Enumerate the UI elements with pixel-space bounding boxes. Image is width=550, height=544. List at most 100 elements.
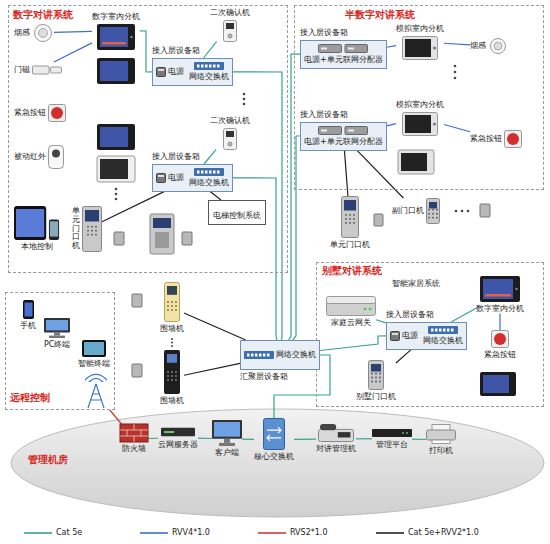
icon-shape: [85, 210, 99, 222]
icon-shape: [171, 375, 173, 377]
equipment-box: 汇聚层设备箱网络交换机: [240, 340, 320, 370]
device: 网络交换机: [189, 168, 229, 188]
cable-connector: [204, 150, 216, 164]
icon-shape: [219, 443, 235, 446]
device: 云网服务器: [158, 426, 198, 450]
cable-connector: [444, 124, 470, 131]
device-label: 烟感: [470, 41, 486, 51]
device-label: 管理平台: [376, 440, 408, 450]
door-panel: [150, 214, 174, 254]
dot: [171, 342, 173, 344]
icon-shape: [375, 377, 377, 379]
icon-shape: [33, 66, 50, 74]
icon-shape: [406, 432, 408, 434]
icon-shape: [451, 329, 454, 332]
wallY-icon: [164, 282, 180, 322]
icon-shape: [321, 130, 327, 132]
icon-shape: [91, 234, 93, 236]
box-heading: 接入层设备箱: [152, 46, 200, 56]
doormag-icon: [32, 62, 62, 78]
icon-shape: [327, 297, 376, 304]
device-label: 电源: [168, 67, 184, 77]
icon-shape: [371, 381, 373, 383]
device-label: 紧急按钮: [470, 134, 502, 144]
legend-item: RVV4*1.0: [140, 528, 210, 538]
door-icon: [426, 198, 440, 224]
icon-shape: [157, 173, 166, 182]
icon-shape: [87, 230, 89, 232]
icon-shape: [320, 424, 336, 430]
icon-shape: [212, 420, 242, 439]
device: 烟感: [14, 24, 54, 42]
icon-shape: [171, 301, 173, 303]
cable-connector: [140, 31, 152, 72]
dot: [243, 93, 246, 96]
device: 模拟室内分机: [396, 24, 444, 60]
icon-shape: [436, 213, 438, 215]
icon-shape: [267, 354, 270, 357]
device: 模拟室内分机: [396, 100, 444, 136]
tower-frame: [88, 384, 104, 408]
legend-text: RVV4*1.0: [172, 528, 210, 538]
icon-shape: [50, 221, 58, 236]
button-icon: [504, 130, 522, 148]
device-label: 网络交换机: [423, 336, 463, 346]
region-title: 别墅对讲系统: [322, 265, 382, 277]
icon-shape: [213, 171, 216, 174]
device: 核心交换机: [254, 418, 294, 462]
icon-shape: [130, 35, 132, 37]
icon-shape: [46, 320, 68, 330]
icon-shape: [319, 127, 342, 135]
icon-shape: [197, 65, 200, 68]
device-label: 打印机: [429, 446, 453, 456]
panel-screen: [153, 218, 171, 228]
icon-shape: [171, 379, 173, 381]
icon-shape: [87, 234, 89, 236]
cable-connector: [376, 320, 386, 323]
cable-connector: [204, 42, 217, 58]
antenna-tower: [85, 375, 107, 409]
icon-shape: [49, 105, 66, 122]
icon-shape: [348, 130, 354, 132]
icon-shape: [494, 42, 502, 50]
icon-shape: [375, 373, 377, 375]
icon-shape: [213, 65, 216, 68]
server-icon: [161, 426, 195, 438]
icon-shape: [492, 331, 509, 348]
wallD-icon: [164, 350, 180, 394]
monitor-frame: [97, 124, 135, 150]
icon-shape: [485, 294, 511, 297]
device: 对讲管理机: [316, 424, 356, 454]
icon-shape: [428, 326, 458, 334]
machine-room-region: 管理机房防火墙云网服务器客户端核心交换机对讲管理机管理平台打印机: [10, 408, 545, 518]
icon-shape: [167, 286, 177, 295]
dot: [115, 188, 118, 191]
device-label: 本地控制: [21, 242, 53, 252]
icon-shape: [345, 222, 347, 224]
button-icon: [491, 330, 509, 348]
icon-shape: [167, 301, 169, 303]
equipment-box: 接入层设备箱电源+单元联网分配器: [300, 122, 387, 151]
icon-shape: [171, 309, 173, 311]
cable-connector: [396, 350, 411, 363]
icon-shape: [432, 213, 434, 215]
door-icon: [341, 196, 359, 238]
icon-shape: [228, 142, 232, 146]
cable-connector: [444, 43, 470, 45]
device-label: 门磁: [14, 65, 30, 75]
cable-connector: [184, 313, 246, 340]
icon-shape: [371, 377, 373, 379]
icon-shape: [505, 131, 522, 148]
icon-shape: [209, 65, 212, 68]
door-icon: [82, 206, 102, 252]
icon-shape: [428, 213, 430, 215]
icon-shape: [167, 379, 169, 381]
device: 烟感: [470, 38, 508, 54]
cable-connector: [499, 314, 500, 330]
icon-shape: [226, 131, 234, 137]
icon-shape: [348, 48, 354, 50]
icon-shape: [375, 381, 377, 383]
icon-shape: [321, 48, 327, 50]
